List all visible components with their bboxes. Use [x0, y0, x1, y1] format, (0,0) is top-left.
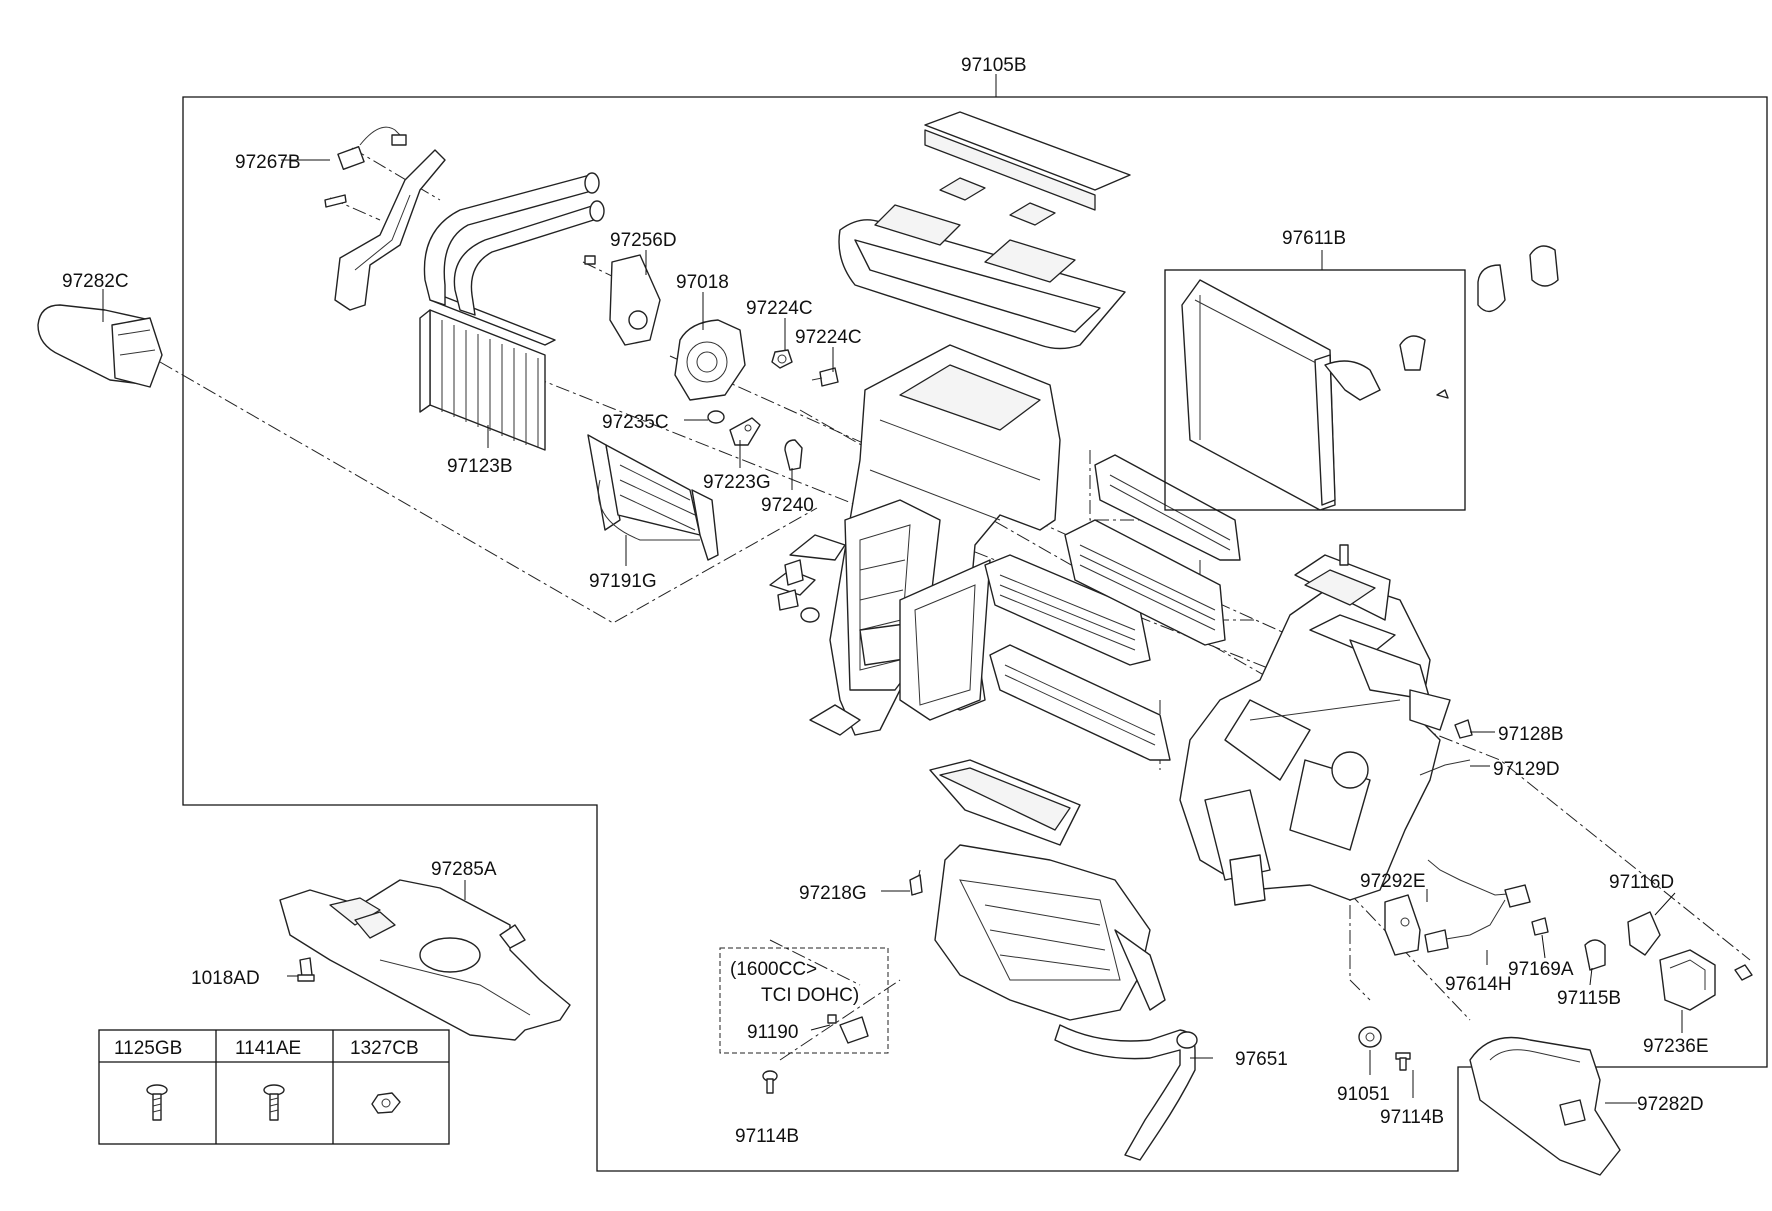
- bolt-icon: [146, 1084, 168, 1121]
- part-97114B-right: [1395, 1052, 1411, 1071]
- label-97236E: 97236E: [1643, 1036, 1709, 1057]
- part-97292E: [1384, 894, 1421, 956]
- label-97282C: 97282C: [62, 271, 129, 292]
- part-97116D: [1627, 911, 1661, 956]
- part-97115B: [1584, 939, 1606, 971]
- table-header-1125GB: 1125GB: [114, 1038, 182, 1059]
- label-97267B: 97267B: [235, 152, 301, 173]
- part-97129D: [1419, 759, 1471, 776]
- label-97169A: 97169A: [1508, 959, 1574, 980]
- label-97191G: 97191G: [589, 571, 657, 592]
- assembly-frame: [182, 96, 1768, 1172]
- screw-icon: [263, 1084, 285, 1121]
- part-97614H: [1424, 859, 1531, 953]
- leader-lines: [102, 159, 1683, 1104]
- part-97223G: [729, 417, 761, 446]
- part-center-fasteners: [777, 559, 820, 623]
- label-97129D: 97129D: [1493, 759, 1560, 780]
- label-97105B: 97105B: [961, 55, 1027, 76]
- part-97240: [784, 439, 803, 471]
- label-97235C: 97235C: [602, 412, 669, 433]
- label-97256D: 97256D: [610, 230, 677, 251]
- label-97292E: 97292E: [1360, 871, 1426, 892]
- label-97285A: 97285A: [431, 859, 497, 880]
- label-97224C-a: 97224C: [746, 298, 813, 319]
- part-97224C-clip: [811, 367, 839, 387]
- part-97128B: [1454, 719, 1473, 739]
- part-97169A: [1531, 917, 1549, 936]
- part-97267B: [324, 126, 446, 311]
- part-97282C: [37, 304, 163, 388]
- label-97114B-b: 97114B: [1380, 1107, 1444, 1128]
- label-97114B-a: 97114B: [735, 1126, 799, 1147]
- part-97236E: [1659, 949, 1753, 1011]
- label-note-line2: TCI DOHC): [761, 985, 859, 1006]
- part-97224C-nut: [771, 349, 793, 369]
- part-97235C: [707, 410, 725, 424]
- part-air-filter-frame: [838, 111, 1131, 350]
- label-97223G: 97223G: [703, 472, 771, 493]
- label-97128B: 97128B: [1498, 724, 1564, 745]
- label-97123B: 97123B: [447, 456, 513, 477]
- part-97123B: [419, 172, 605, 451]
- label-97651: 97651: [1235, 1049, 1288, 1070]
- part-97218G: [909, 759, 1166, 1021]
- part-91190: [827, 1014, 869, 1044]
- part-97114B-left: [762, 1070, 778, 1094]
- label-97115B: 97115B: [1557, 988, 1621, 1009]
- label-97224C-b: 97224C: [795, 327, 862, 348]
- label-97240: 97240: [761, 495, 814, 516]
- part-91051: [1358, 1026, 1382, 1048]
- part-97285A: [279, 879, 571, 1041]
- label-97282D: 97282D: [1637, 1094, 1704, 1115]
- label-1018AD: 1018AD: [191, 968, 260, 989]
- label-97116D: 97116D: [1609, 872, 1674, 893]
- note-box: [719, 947, 889, 1054]
- part-97651: [1054, 1024, 1198, 1161]
- part-hvac-case-right: [1179, 544, 1451, 906]
- label-91190: 91190: [747, 1022, 798, 1043]
- label-97611B: 97611B: [1282, 228, 1346, 249]
- label-91051: 91051: [1337, 1084, 1390, 1105]
- part-hvac-case-left: [769, 344, 1061, 736]
- nut-icon: [371, 1092, 401, 1114]
- fastener-table: [98, 1029, 450, 1145]
- part-1018AD: [297, 957, 315, 982]
- part-damper-strips: [984, 454, 1241, 761]
- label-97218G: 97218G: [799, 883, 867, 904]
- table-header-1141AE: 1141AE: [235, 1038, 301, 1059]
- part-labels: 97105B 97267B 97282C 97256D 97018 97224C…: [62, 55, 1709, 1147]
- label-note-line1: (1600CC>: [730, 959, 817, 980]
- evaporator-inset-box: [1164, 269, 1466, 511]
- part-97256D: [584, 254, 661, 346]
- part-97282D: [1469, 1036, 1621, 1176]
- part-97191G: [587, 434, 719, 561]
- part-97611B: [1181, 245, 1559, 511]
- label-97018: 97018: [676, 272, 729, 293]
- part-97018: [674, 319, 746, 401]
- label-97614H: 97614H: [1445, 974, 1512, 995]
- table-header-1327CB: 1327CB: [350, 1038, 419, 1059]
